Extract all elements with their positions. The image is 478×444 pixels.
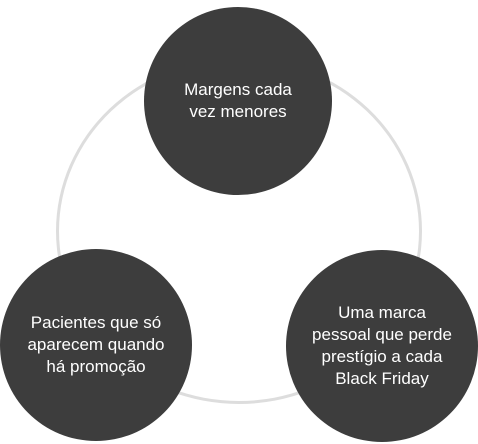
node-promo-patients: Pacientes que só aparecem quando há prom… <box>0 249 192 441</box>
node-personal-brand-label: Uma marca pessoal que perde prestígio a … <box>312 303 452 388</box>
node-margins-label: Margens cada vez menores <box>184 80 292 121</box>
node-margins: Margens cada vez menores <box>144 7 332 195</box>
node-promo-patients-label: Pacientes que só aparecem quando há prom… <box>27 313 165 376</box>
node-personal-brand: Uma marca pessoal que perde prestígio a … <box>286 250 478 442</box>
